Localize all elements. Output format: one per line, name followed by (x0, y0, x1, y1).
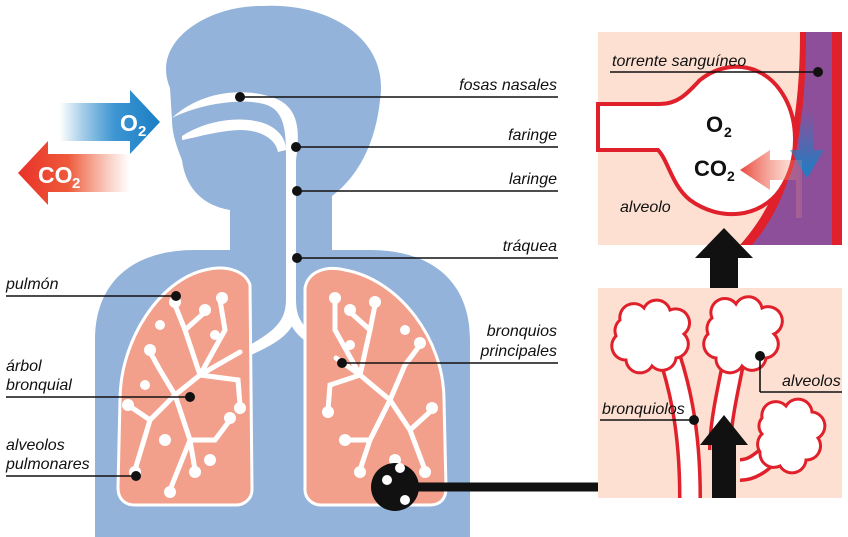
label-bronquios-line2: principales (480, 343, 557, 360)
svg-text:2: 2 (724, 124, 732, 140)
o2-label: O (706, 112, 723, 137)
svg-text:CO: CO (38, 162, 73, 188)
co2-exhale-arrow: CO 2 (18, 141, 130, 205)
co2-label: CO (694, 156, 727, 181)
label-arbol-line2: bronquial (6, 377, 72, 394)
label-fosas-nasales: fosas nasales (459, 77, 557, 94)
svg-text:O: O (120, 110, 138, 136)
bronchioles-panel: bronquiolos alveolos (598, 288, 842, 498)
label-torrente: torrente sanguíneo (612, 53, 746, 70)
gas-exchange-panel: O 2 CO 2 torrente sanguíneo alveolo (598, 32, 842, 245)
label-faringe: faringe (508, 127, 557, 144)
label-bronquiolos: bronquiolos (602, 401, 685, 418)
label-arbol-line1: árbol (6, 358, 42, 375)
label-alveolos: alveolos (782, 373, 841, 390)
svg-text:2: 2 (727, 168, 735, 184)
label-traquea: tráquea (503, 238, 557, 255)
o2-inhale-arrow: O 2 (60, 90, 160, 154)
label-pulmon: pulmón (5, 276, 59, 293)
label-laringe: laringe (509, 171, 557, 188)
label-bronquios-line1: bronquios (487, 323, 557, 340)
label-alveolos-pulmonares-line2: pulmonares (5, 456, 90, 473)
svg-text:2: 2 (138, 123, 146, 140)
svg-text:2: 2 (72, 175, 80, 192)
label-alveolo: alveolo (620, 199, 671, 216)
label-alveolos-pulmonares-line1: alveolos (6, 437, 65, 454)
